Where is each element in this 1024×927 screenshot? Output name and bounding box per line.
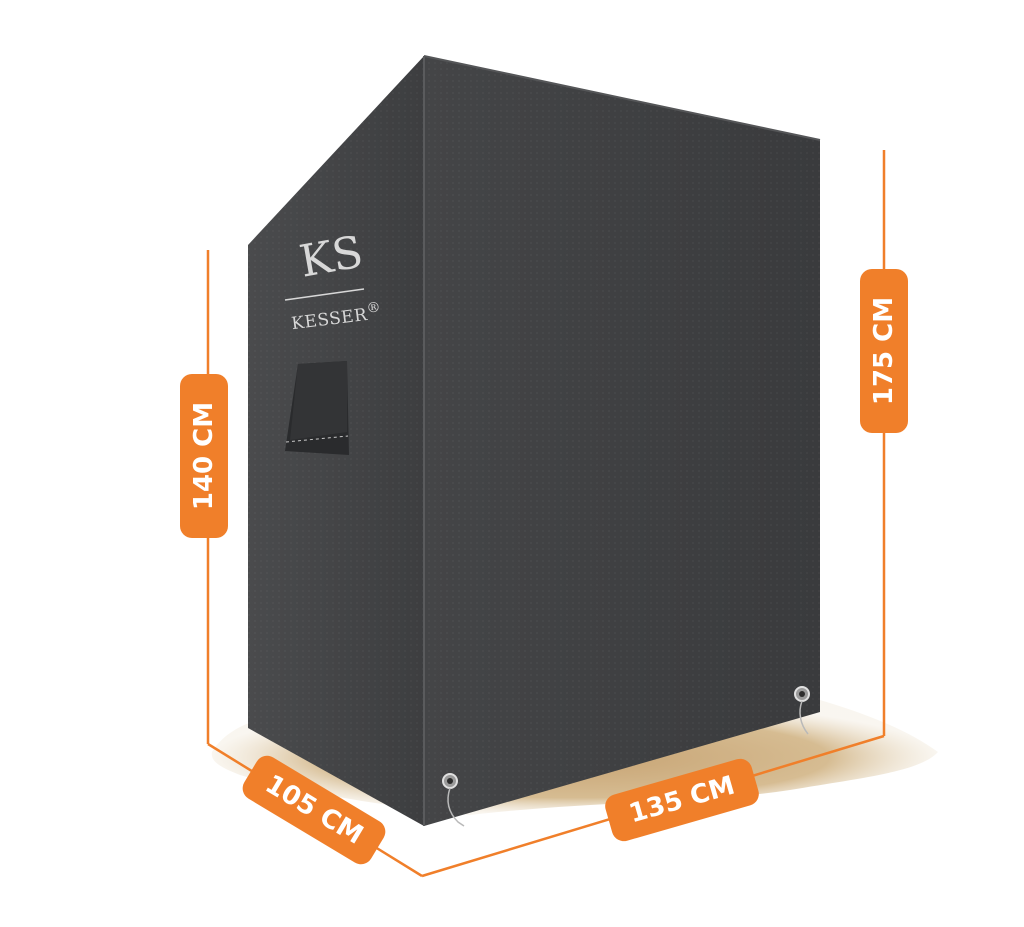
grommet-right: [794, 686, 810, 735]
svg-text:175 CM: 175 CM: [869, 297, 899, 405]
registered-mark: ®: [366, 299, 382, 317]
grommet-left: [442, 773, 465, 827]
svg-text:140 CM: 140 CM: [189, 402, 219, 510]
logo-monogram: KS: [296, 227, 367, 288]
dimension-label-left-height: 140 CM: [180, 374, 228, 538]
kesser-logo: KS KESSER®: [284, 227, 382, 334]
dimension-label-right-height: 175 CM: [860, 269, 908, 433]
air-vent: [285, 361, 349, 455]
cover-front-panel: [423, 55, 821, 826]
